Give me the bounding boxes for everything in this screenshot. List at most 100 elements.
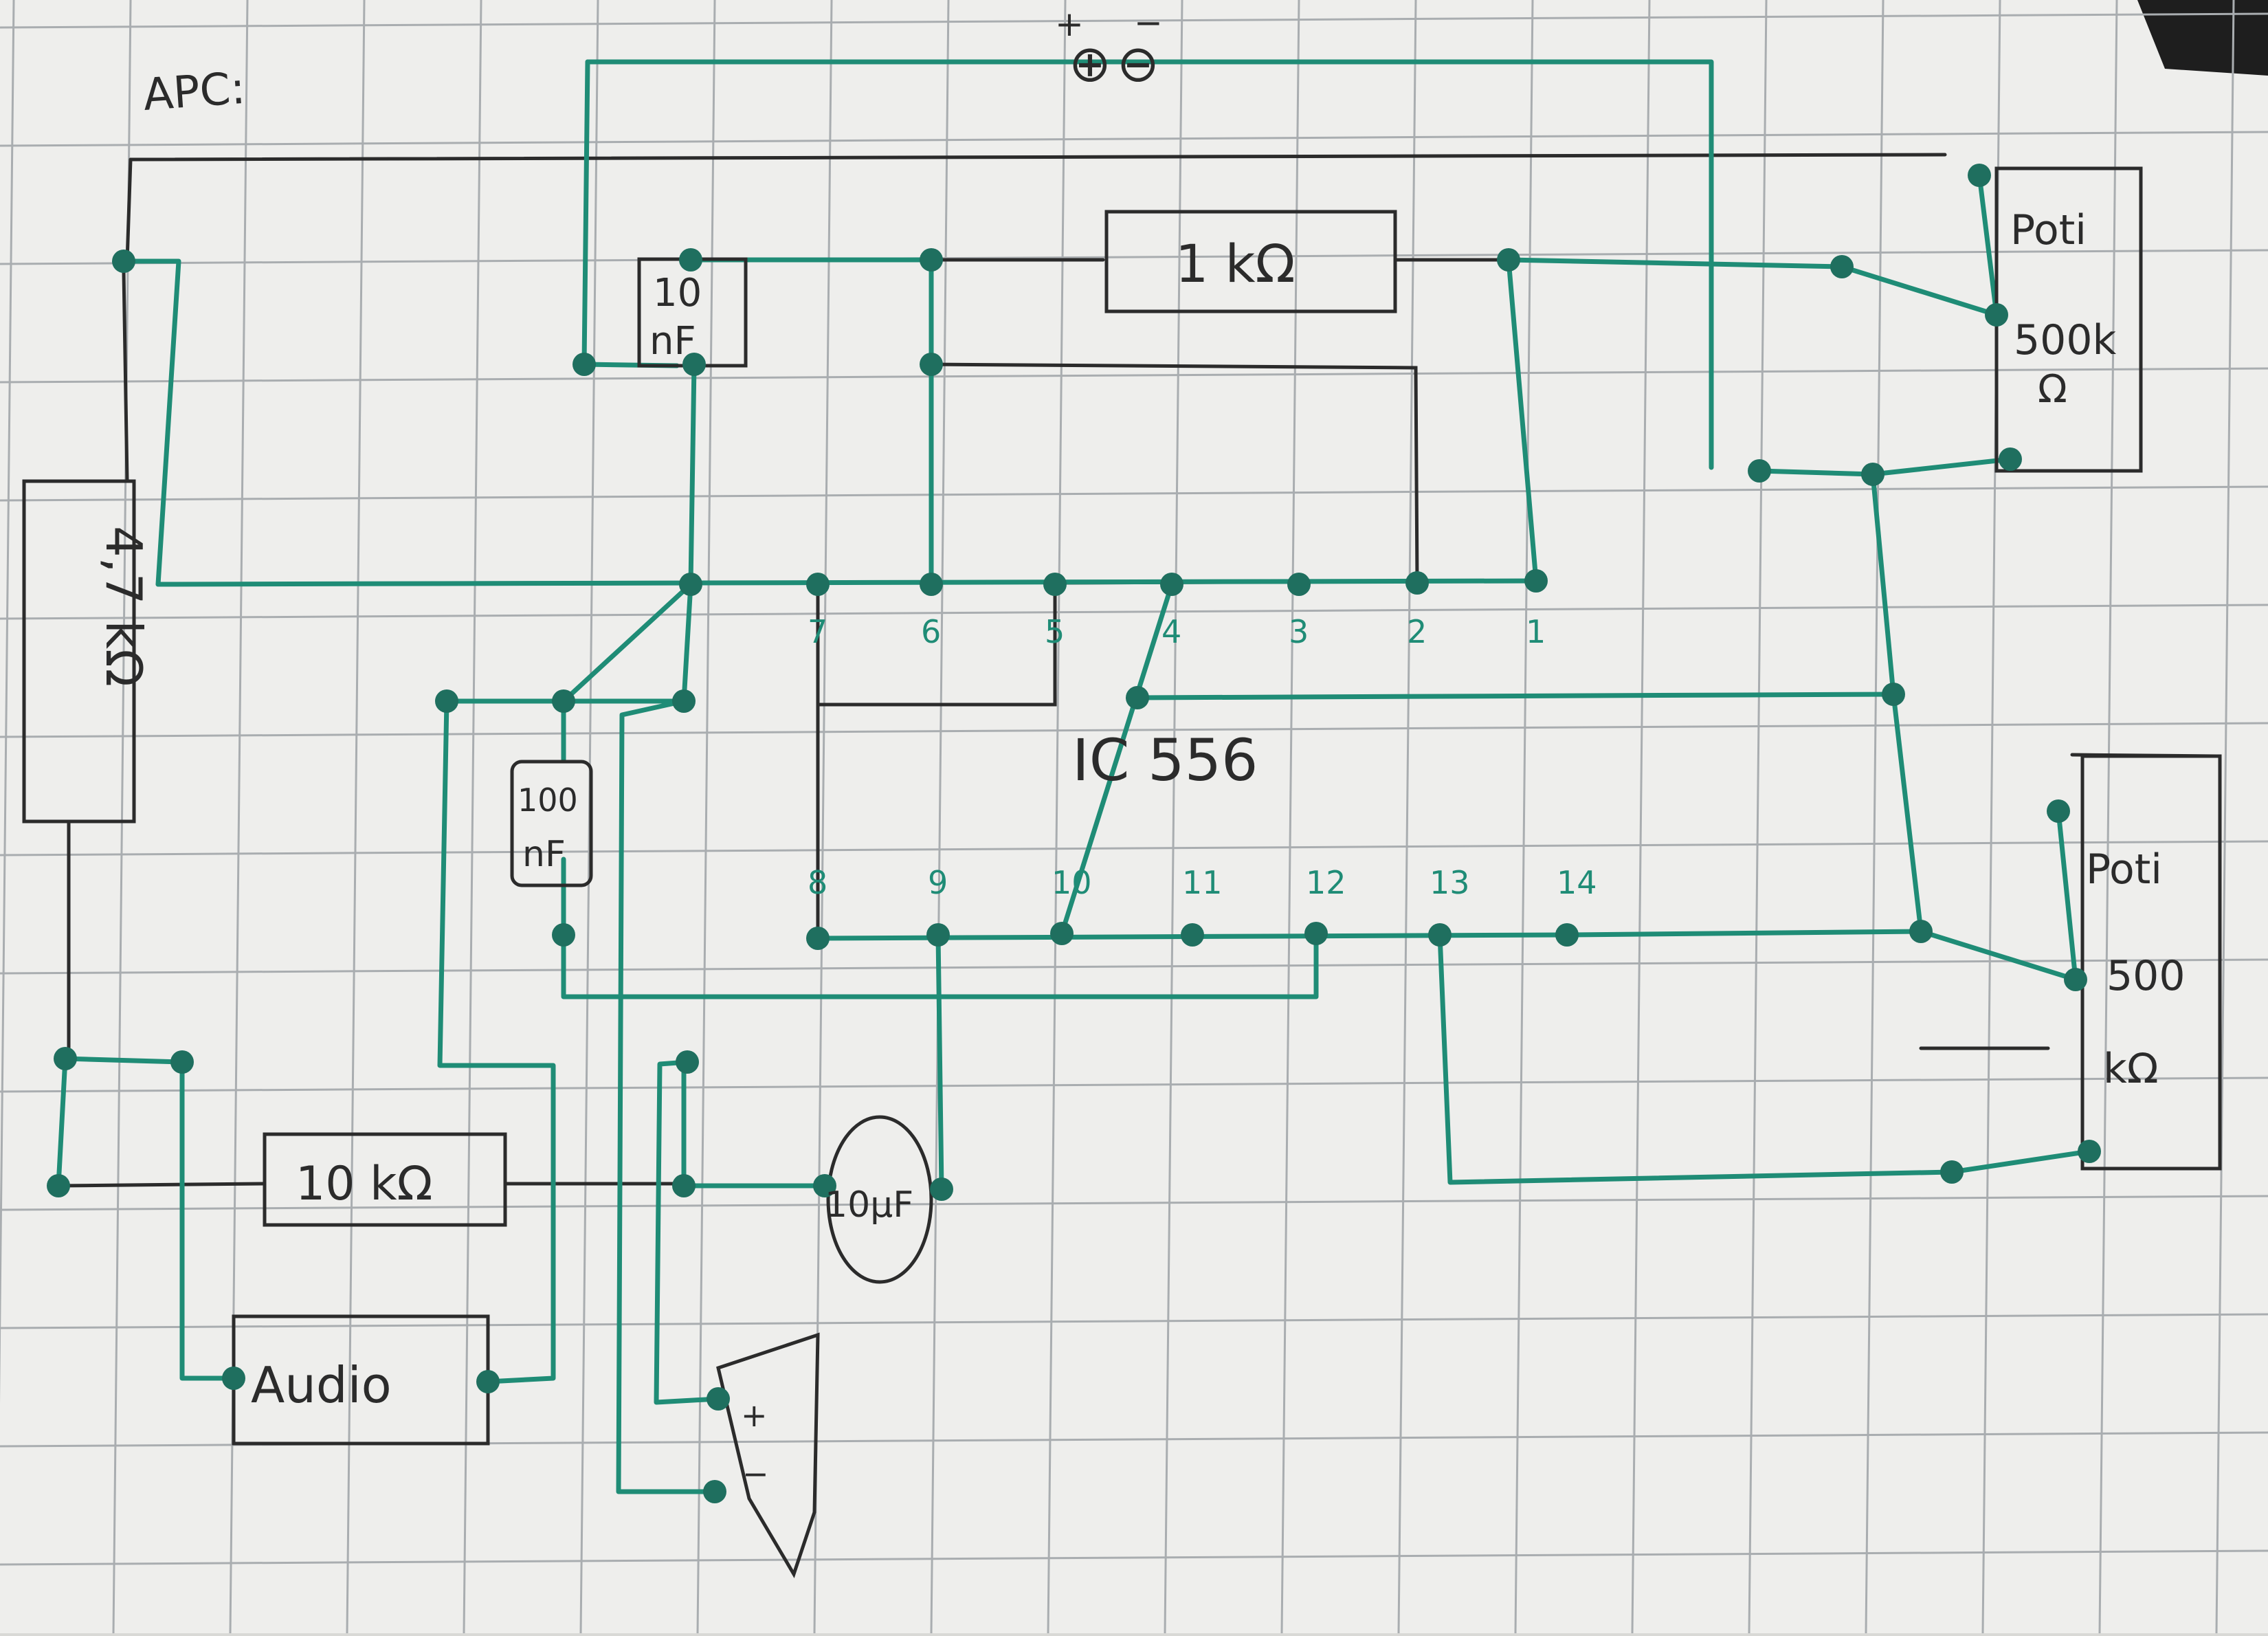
c10n-diag — [561, 582, 693, 704]
chip-label: IC 556 — [1072, 727, 1258, 794]
speaker-plus-label: + — [741, 1397, 768, 1434]
c100n-label-line1: 100 — [518, 782, 578, 819]
grid-line-vertical — [112, 0, 132, 1634]
c100n-left-drop — [437, 698, 556, 1384]
junction-dot — [572, 353, 596, 376]
pin9-drop — [935, 932, 944, 1192]
grid-line-vertical — [346, 0, 366, 1634]
junction-dot — [170, 1050, 194, 1074]
grid-line-vertical — [1631, 0, 1651, 1634]
chip-pin-label-top: 5 — [1045, 613, 1065, 650]
junction-dot — [672, 1174, 696, 1197]
row380-teal — [121, 258, 181, 587]
junction-dot — [1181, 923, 1204, 947]
grid-line-horizontal — [0, 131, 2268, 147]
grid-line-horizontal — [0, 485, 2268, 502]
r10k-left-lead — [56, 1182, 267, 1188]
grid-line-vertical — [696, 0, 716, 1634]
junction-dot — [1497, 248, 1520, 272]
pin7-to-lower — [681, 582, 693, 704]
chip-pin-label-top: 3 — [1289, 613, 1309, 650]
power-plus-sign: + — [1055, 4, 1084, 44]
junction-dot — [679, 573, 702, 596]
junction-dot — [1909, 920, 1933, 943]
junction-dot — [1748, 459, 1771, 483]
junction-dot — [1882, 683, 1905, 706]
junction-dot — [476, 1370, 500, 1393]
junction-dot — [552, 923, 575, 947]
pin4-to-pin10 — [1059, 582, 1175, 936]
grid-line-horizontal — [0, 840, 2268, 856]
grid-line-vertical — [1865, 0, 1885, 1634]
junction-dot — [1304, 922, 1328, 945]
audio-label: Audio — [251, 1356, 392, 1414]
grid-line-horizontal — [0, 722, 2268, 738]
r10k-box — [263, 1132, 507, 1227]
r47k-top-lead — [122, 269, 129, 483]
grid-line-horizontal — [0, 1195, 2268, 1211]
junction-dot — [222, 1367, 245, 1390]
left-rail-wire — [125, 157, 133, 263]
chip-pin-label-bottom: 12 — [1306, 864, 1346, 901]
pot1-label-line2: 500k — [2014, 316, 2117, 364]
junction-dot — [679, 248, 702, 272]
chip-pin-label-top: 2 — [1407, 613, 1427, 650]
grid-line-horizontal — [0, 367, 2268, 384]
junction-dot — [1050, 922, 1074, 945]
c10n-label-line1: 10 — [653, 271, 702, 316]
speaker-plus-feed — [654, 1059, 721, 1405]
r47k-box — [22, 479, 136, 823]
junction-dot — [920, 573, 943, 596]
junction-dots — [47, 164, 2101, 1503]
junction-dot — [813, 1174, 836, 1197]
chip-pin-label-bottom: 10 — [1052, 864, 1092, 901]
junction-dot — [1940, 1160, 1964, 1184]
top-rail-wire — [129, 153, 1947, 162]
left-block2 — [56, 1056, 68, 1189]
junction-dot — [1555, 923, 1579, 947]
c10n-cap-down — [688, 362, 697, 587]
c10u-circle — [826, 1115, 933, 1284]
junction-dot — [676, 1050, 699, 1074]
grid-line-horizontal — [0, 1549, 2268, 1566]
r10k-label: 10 kΩ — [296, 1157, 432, 1211]
speaker-body — [716, 1332, 820, 1578]
supply-top-wire — [585, 59, 1714, 470]
chip-body-top — [816, 582, 1057, 707]
junction-dot — [1043, 573, 1067, 596]
junction-dot — [672, 689, 696, 713]
grid-line-vertical — [1164, 0, 1183, 1634]
junction-dot — [2047, 799, 2070, 823]
grid-line-horizontal — [0, 12, 2268, 29]
speaker-minus-label: − — [742, 1455, 769, 1492]
junction-dot — [1287, 573, 1311, 596]
junction-dot — [1524, 569, 1548, 593]
junction-dot — [806, 573, 830, 596]
junction-dot — [1405, 571, 1429, 595]
junction-dot — [703, 1480, 726, 1503]
grid-line-vertical — [0, 0, 15, 1405]
junction-dot — [806, 927, 830, 950]
chip-pin-label-top: 1 — [1526, 613, 1546, 650]
r1k-label: 1 kΩ — [1175, 233, 1296, 294]
pin4-row-right — [1135, 692, 1896, 700]
junction-dot — [920, 248, 943, 272]
feed-1000 — [616, 698, 718, 1494]
c100n-box — [510, 760, 593, 887]
pot1-label-line3: Ω — [2038, 367, 2067, 412]
chip-pin-label-top: 6 — [921, 613, 941, 650]
junction-dot — [1160, 573, 1183, 596]
power-plus-terminal: ⊕ — [1069, 34, 1111, 93]
c10n-label-line2: nF — [649, 319, 696, 364]
chip-pin-label-bottom: 14 — [1557, 864, 1597, 901]
junction-dot — [926, 923, 950, 947]
grid-line-horizontal — [0, 1313, 2268, 1329]
r47k-label: 4,7 kΩ — [95, 526, 153, 687]
chip-pin-label-bottom: 9 — [928, 864, 948, 901]
pot2-label-line2: 500 — [2106, 952, 2186, 1000]
left-block — [63, 1056, 236, 1381]
